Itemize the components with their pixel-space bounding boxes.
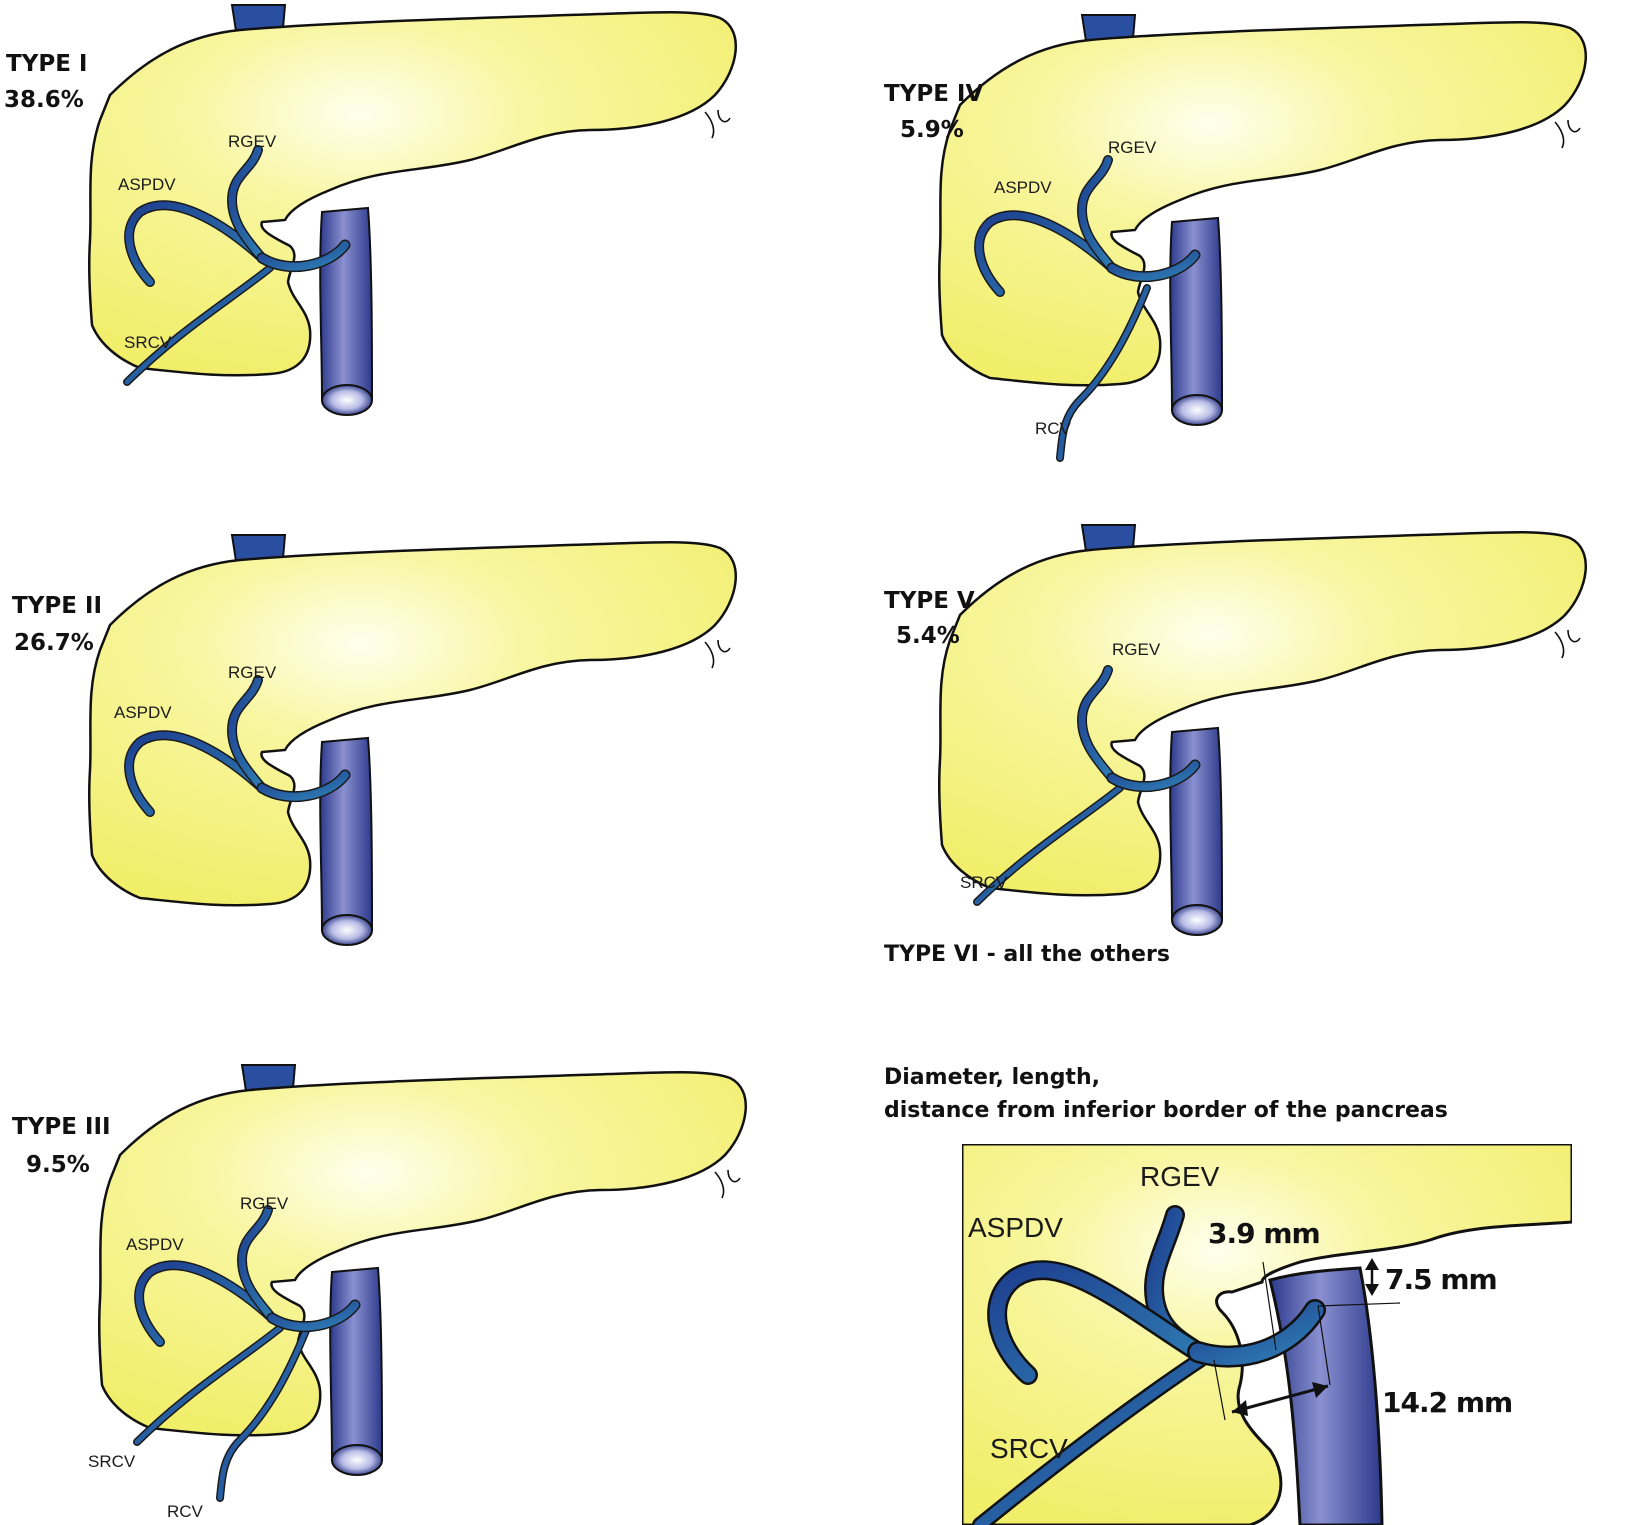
- type-v-percent: 5.4%: [896, 623, 960, 649]
- type-iii-title: TYPE III: [12, 1114, 111, 1140]
- type-i-percent: 38.6%: [4, 87, 84, 113]
- type-iv-aspdv-label: ASPDV: [994, 178, 1052, 197]
- type-i-title: TYPE I: [6, 51, 87, 77]
- length-measurement: 14.2 mm: [1382, 1386, 1512, 1419]
- type-iv-title: TYPE IV: [884, 81, 983, 107]
- type-iv-rgev-label: RGEV: [1108, 138, 1157, 157]
- panel-type-v: [937, 523, 1588, 937]
- type-i-aspdv-label: ASPDV: [118, 175, 176, 194]
- type-iii-aspdv-label: ASPDV: [126, 1235, 184, 1254]
- distance-measurement: 7.5 mm: [1385, 1263, 1497, 1296]
- panel-type-iv: [937, 13, 1588, 458]
- zoom-title-line1: Diameter, length,: [884, 1065, 1100, 1090]
- type-iii-rgev-label: RGEV: [240, 1194, 289, 1213]
- type-vi-note: TYPE VI - all the others: [884, 942, 1170, 967]
- type-ii-aspdv-label: ASPDV: [114, 703, 172, 722]
- type-v-title: TYPE V: [884, 588, 975, 614]
- diameter-measurement: 3.9 mm: [1208, 1217, 1320, 1250]
- type-ii-rgev-label: RGEV: [228, 663, 277, 682]
- type-v-rgev-label: RGEV: [1112, 640, 1161, 659]
- type-iv-rcv-label: RCV: [1035, 419, 1072, 438]
- type-iii-percent: 9.5%: [26, 1152, 90, 1178]
- panel-type-ii: [87, 533, 738, 947]
- zoom-title-line2: distance from inferior border of the pan…: [884, 1098, 1448, 1123]
- zoom-aspdv-label: ASPDV: [968, 1212, 1063, 1243]
- zoom-panel: RGEV ASPDV SRCV 3.9 mm 7.5 mm 14.2 mm: [962, 1144, 1572, 1525]
- panel-type-iii: [97, 1063, 748, 1498]
- type-iii-srcv-label: SRCV: [88, 1452, 136, 1471]
- type-iv-percent: 5.9%: [900, 117, 964, 143]
- zoom-srcv-label: SRCV: [990, 1433, 1068, 1464]
- type-v-srcv-label: SRCV: [960, 873, 1008, 892]
- type-iii-rcv-label: RCV: [167, 1502, 204, 1521]
- type-ii-title: TYPE II: [12, 593, 102, 619]
- type-ii-percent: 26.7%: [14, 630, 94, 656]
- zoom-rgev-label: RGEV: [1140, 1161, 1220, 1192]
- type-i-rgev-label: RGEV: [228, 132, 277, 151]
- type-i-srcv-label: SRCV: [124, 333, 172, 352]
- panel-type-i: TYPE I 38.6% RGEV ASPDV SRCV: [4, 3, 738, 417]
